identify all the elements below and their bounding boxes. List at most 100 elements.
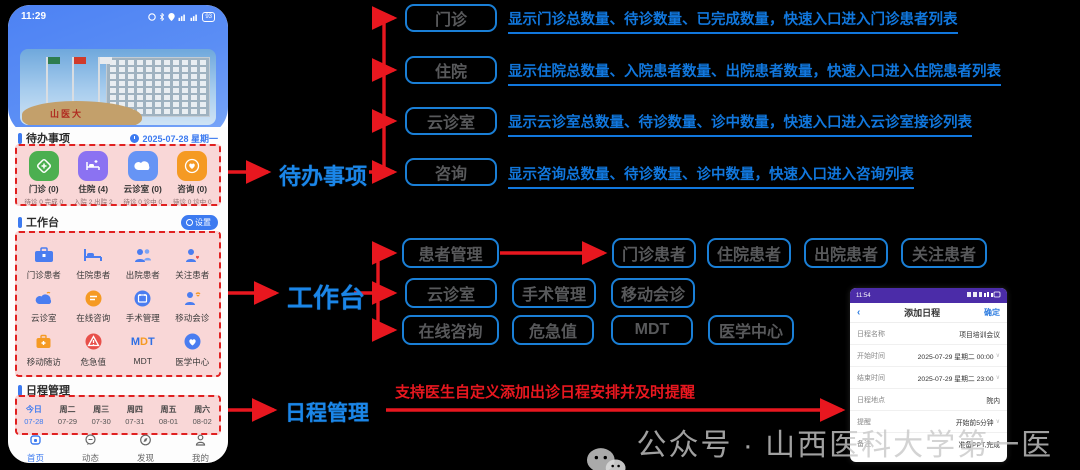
cloud-icon <box>19 286 69 310</box>
flow-box-chuyuan-huanzhe: 出院患者 <box>804 238 888 268</box>
workbench-highlight-box: 门诊患者 住院患者 出院患者 关注患者 云诊室 在线咨询 <box>15 231 221 377</box>
work-item-label: 出院患者 <box>125 270 160 280</box>
todo-section-header: 待办事项 2025-07-28 星期一 <box>8 129 228 147</box>
field-label: 日程地点 <box>857 396 885 404</box>
work-item-shoushu-guanli[interactable]: 手术管理 <box>118 282 168 325</box>
work-item-yixue-zhongxin[interactable]: 医学中心 <box>168 326 218 369</box>
flow-box-zhuyuan-huanzhe: 住院患者 <box>707 238 791 268</box>
flow-desc-menzhen: 显示门诊总数量、待诊数量、已完成数量，快速入口进入门诊患者列表 <box>508 8 958 34</box>
schedule-section-header: 日程管理 <box>8 381 228 399</box>
field-location[interactable]: 日程地点 院内 <box>850 389 1007 411</box>
field-value: 2025-07-29 星期二 23:00 <box>917 375 994 383</box>
nav-label: 发现 <box>136 453 154 463</box>
wechat-icon <box>586 448 626 470</box>
work-item-weijizhi[interactable]: 危急值 <box>69 326 119 369</box>
cloud-icon <box>127 151 158 181</box>
status-icons: 93 <box>148 11 215 22</box>
app-phone-mockup: 11:29 93 山医大 待办事项 <box>8 5 228 463</box>
nav-label: 动态 <box>81 453 99 463</box>
field-reminder[interactable]: 提醒 开始前5分钟 ∨ <box>850 411 1007 433</box>
field-end-time[interactable]: 结束时间 2025-07-29 星期二 23:00 ∨ <box>850 367 1007 389</box>
chevron-down-icon: ∨ <box>995 375 1000 381</box>
work-item-yidong-huizhen[interactable]: 移动会诊 <box>168 282 218 325</box>
back-icon[interactable]: ‹ <box>857 307 861 318</box>
heart-hands-icon <box>177 151 208 181</box>
people-icon <box>118 243 168 267</box>
compass-icon <box>140 434 151 446</box>
work-item-label: 手术管理 <box>125 313 160 324</box>
flow-box-yunzhenshi-work: 云诊室 <box>405 278 497 308</box>
bed-icon <box>69 243 119 267</box>
field-schedule-name[interactable]: 日程名称 项目培训会议 <box>850 323 1007 345</box>
field-label: 结束时间 <box>857 374 885 382</box>
work-item-yidong-suifang[interactable]: 移动随访 <box>19 326 69 369</box>
clock-icon <box>130 133 140 143</box>
work-item-yunzhenshi[interactable]: 云诊室 <box>19 282 69 325</box>
flow-desc-yunzhenshi: 显示云诊室总数量、待诊数量、诊中数量，快速入口进入云诊室接诊列表 <box>508 111 972 137</box>
nav-home[interactable]: 首页 <box>8 433 63 463</box>
todo-item-label: 云诊室 (0) <box>123 184 162 194</box>
shield-heart-icon <box>168 330 218 354</box>
flow-desc-zhuyuan: 显示住院总数量、入院患者数量、出院患者数量，快速入口进入住院患者列表 <box>508 60 1001 86</box>
clinic-icon <box>28 151 59 181</box>
confirm-button[interactable]: 确定 <box>984 308 1000 317</box>
settings-button[interactable]: 设置 <box>181 214 218 230</box>
work-item-zhuyuan-huanzhe[interactable]: 住院患者 <box>69 239 119 282</box>
field-label: 开始时间 <box>857 352 885 360</box>
nav-discover[interactable]: 发现 <box>118 433 173 463</box>
flow-box-huanzhe-guanli: 患者管理 <box>402 238 499 268</box>
hospital-building <box>106 57 210 117</box>
todo-section-title: 待办事项 <box>26 133 70 145</box>
flow-label-todo: 待办事项 <box>279 164 368 189</box>
field-start-time[interactable]: 开始时间 2025-07-29 星期二 00:00 ∨ <box>850 345 1007 367</box>
mini-status-bar: 11:54 <box>850 288 1007 303</box>
work-item-chuyuan-huanzhe[interactable]: 出院患者 <box>118 239 168 282</box>
chevron-down-icon: ∨ <box>995 353 1000 359</box>
nav-moments[interactable]: 动态 <box>63 433 118 463</box>
section-bar <box>18 384 22 396</box>
flow-label-workbench: 工作台 <box>287 283 366 313</box>
mini-status-time: 11:54 <box>856 292 871 299</box>
work-item-zaixian-zixun[interactable]: 在线咨询 <box>69 282 119 325</box>
todo-item-zhuyuan[interactable]: 住院 (4) 入院 2 出院 2 <box>69 151 119 206</box>
chat-icon <box>69 286 119 310</box>
field-value: 准备PPT,完成 <box>958 442 1000 449</box>
nav-profile[interactable]: 我的 <box>173 433 228 463</box>
calendar-icon <box>118 286 168 310</box>
flagpole <box>72 57 74 103</box>
flow-box-guanzhu-huanzhe: 关注患者 <box>901 238 987 268</box>
work-item-label: 危急值 <box>80 356 106 367</box>
work-item-menzhen-huanzhe[interactable]: 门诊患者 <box>19 239 69 282</box>
status-time: 11:29 <box>21 11 47 22</box>
hospital-photo: 山医大 <box>20 49 216 125</box>
bag-icon <box>19 330 69 354</box>
settings-label: 设置 <box>195 217 211 227</box>
field-label: 日程名称 <box>857 330 885 338</box>
work-item-label: 住院患者 <box>76 270 111 280</box>
flow-box-zixun: 咨询 <box>405 158 497 186</box>
field-notes[interactable]: 备注 准备PPT,完成 <box>850 433 1007 455</box>
flow-box-shoushu-guanli: 手术管理 <box>512 278 596 308</box>
work-item-mdt[interactable]: MDT MDT <box>118 326 168 369</box>
todo-item-menzhen[interactable]: 门诊 (0) 待诊 0 完成 0 <box>19 151 69 206</box>
todo-item-yunzhenshi[interactable]: 云诊室 (0) 待诊 0 诊中 0 <box>118 151 168 206</box>
flow-box-mdt: MDT <box>611 315 693 345</box>
flow-box-yidong-huizhen: 移动会诊 <box>611 278 695 308</box>
flagpole <box>98 57 100 103</box>
battery-icon: 93 <box>202 11 215 22</box>
mini-status-icons <box>967 291 1001 300</box>
location-icon <box>168 12 176 21</box>
field-label: 备注 <box>857 441 871 448</box>
todo-item-zixun[interactable]: 咨询 (0) 待诊 0 诊中 0 <box>168 151 218 206</box>
work-item-guanzhu-huanzhe[interactable]: 关注患者 <box>168 239 218 282</box>
flow-box-zaixian-zixun: 在线咨询 <box>402 315 499 345</box>
signal-icon-2 <box>190 14 198 21</box>
flow-desc-zixun: 显示咨询总数量、待诊数量、诊中数量，快速入口进入咨询列表 <box>508 163 914 189</box>
